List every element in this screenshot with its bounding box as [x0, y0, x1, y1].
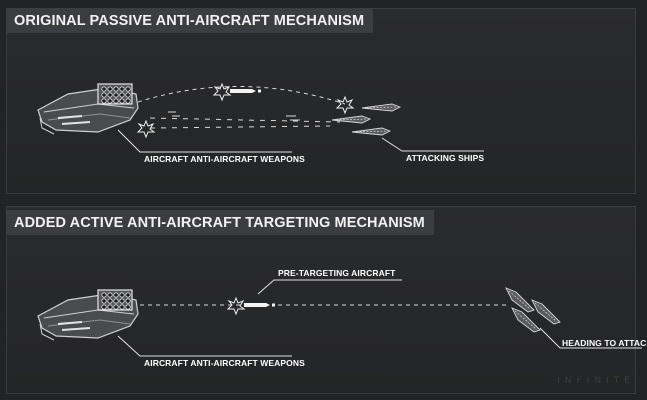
missile-launch-burst: [227, 297, 245, 315]
muzzle-burst: [137, 120, 155, 138]
dashed-fire-lines: [149, 111, 341, 129]
weapon-leader-line-bottom: [117, 335, 292, 357]
attacking-ship: [351, 127, 391, 136]
watermark-text: INFINITE: [557, 376, 635, 386]
impact-burst: [336, 96, 354, 114]
ships-leader-line: [381, 137, 484, 152]
missile-icon: [244, 303, 275, 307]
anti-aircraft-turret-top: [37, 83, 139, 135]
incoming-aircraft: [531, 299, 561, 325]
bottom-panel-title: ADDED ACTIVE ANTI-AIRCRAFT TARGETING MEC…: [6, 210, 434, 235]
top-panel-title: ORIGINAL PASSIVE ANTI-AIRCRAFT MECHANISM: [6, 8, 374, 33]
incoming-aircraft: [505, 287, 535, 313]
ships-label: ATTACKING SHIPS: [406, 153, 485, 163]
weapon-label-bottom: AIRCRAFT ANTI-AIRCRAFT WEAPONS: [144, 358, 305, 368]
heading-leader-line: [539, 327, 642, 349]
arc-trajectory: [137, 86, 346, 105]
pre-target-leader-line: [257, 279, 402, 295]
incoming-aircraft: [511, 307, 541, 333]
heading-label: HEADING TO ATTACK: [562, 338, 647, 348]
attacking-ship: [361, 103, 401, 112]
anti-aircraft-turret-bottom: [37, 289, 139, 341]
pre-target-label: PRE-TARGETING AIRCRAFT: [278, 268, 396, 278]
weapon-label-top: AIRCRAFT ANTI-AIRCRAFT WEAPONS: [144, 154, 305, 164]
weapon-leader-line-top: [117, 129, 292, 153]
missile-icon: [230, 89, 261, 93]
